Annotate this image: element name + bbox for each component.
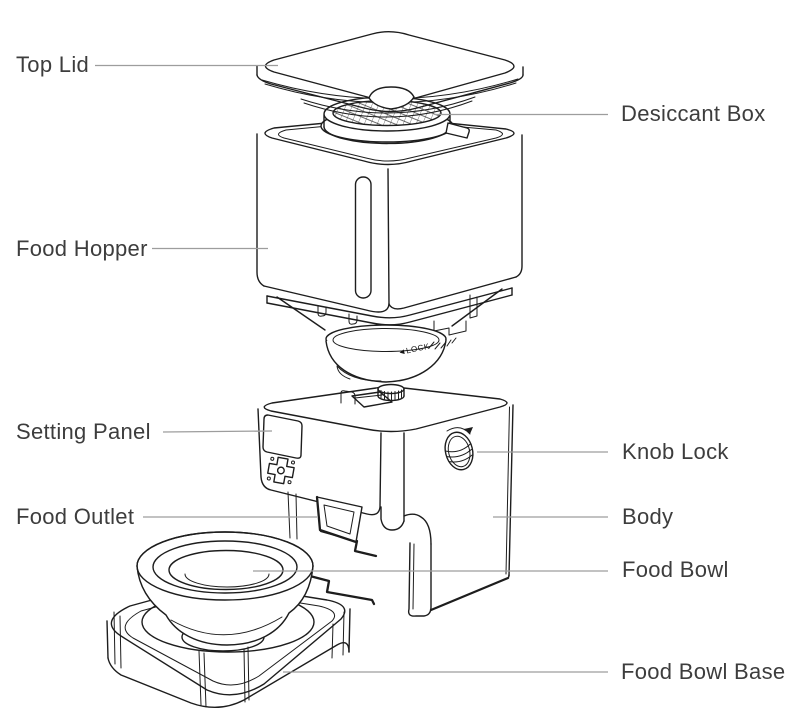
top-lid-drawing [256, 31, 524, 118]
hopper-window-slot [354, 176, 372, 299]
label-setting-panel: Setting Panel [16, 419, 151, 444]
label-top-lid: Top Lid [16, 52, 90, 77]
label-food-bowl-base: Food Bowl Base [621, 659, 786, 684]
food-bowl-drawing [136, 531, 314, 646]
knob-lock-drawing [444, 427, 474, 471]
label-knob-lock: Knob Lock [622, 439, 729, 464]
label-body: Body [622, 504, 674, 529]
label-food-bowl: Food Bowl [622, 557, 729, 582]
body-drawing [257, 385, 514, 617]
rotor-assembly-drawing: ◄LOCK [325, 324, 457, 402]
food-outlet-chute [315, 495, 363, 544]
drive-gear-drawing [377, 383, 405, 402]
label-food-outlet: Food Outlet [16, 504, 135, 529]
leader-line-setting-panel [162, 430, 273, 433]
dpad-button [266, 456, 295, 485]
setting-panel-screen [262, 414, 303, 459]
leader-lines [95, 64, 608, 673]
label-food-hopper: Food Hopper [16, 236, 148, 261]
label-desiccant-box: Desiccant Box [621, 101, 766, 126]
